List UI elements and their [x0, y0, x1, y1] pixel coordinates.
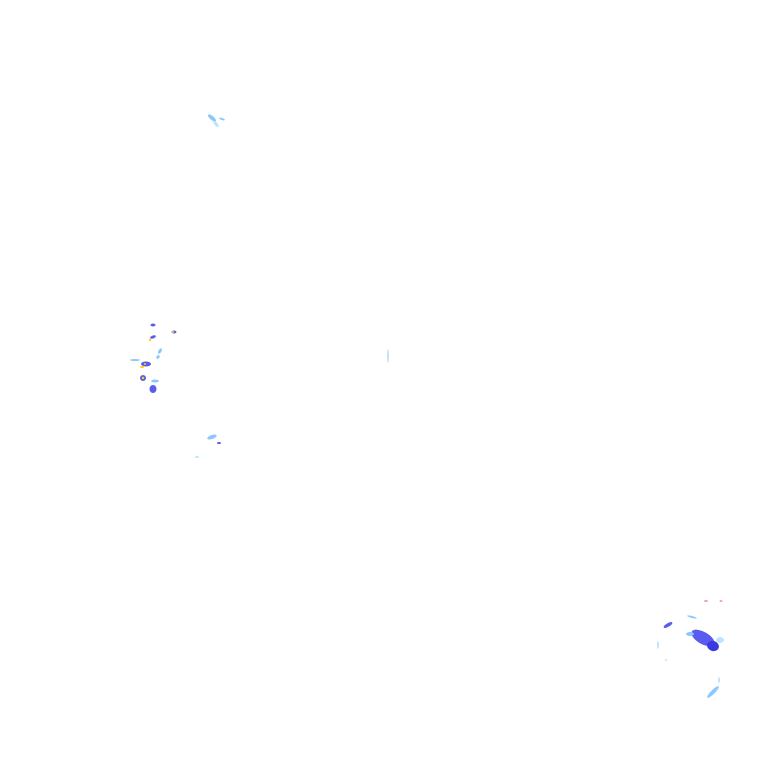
- precip-echo: [195, 456, 199, 458]
- precip-echo: [213, 120, 219, 128]
- precip-echo: [707, 640, 719, 652]
- precip-echo: [151, 379, 159, 383]
- precip-core: [144, 363, 146, 365]
- precip-echo: [207, 434, 217, 440]
- precip-echo: [219, 117, 225, 121]
- precip-echo: [158, 348, 162, 354]
- precip-echo: [207, 114, 217, 122]
- precip-echo: [150, 335, 156, 339]
- precip-echo: [150, 323, 156, 327]
- precip-core: [141, 376, 145, 380]
- precip-echo: [704, 600, 708, 602]
- precip-echo: [149, 385, 157, 393]
- precip-echo: [719, 600, 723, 602]
- precip-echo: [156, 355, 160, 359]
- precip-echo: [130, 359, 140, 361]
- precip-echo: [716, 637, 724, 643]
- precip-echo: [686, 632, 694, 636]
- precip-core: [172, 331, 174, 333]
- precip-echo: [217, 442, 221, 444]
- precip-echo: [657, 641, 659, 649]
- precip-echo: [665, 659, 667, 661]
- precip-core: [140, 366, 144, 368]
- precip-echo: [707, 686, 719, 698]
- precip-echo: [663, 622, 673, 628]
- precip-echo: [718, 677, 720, 683]
- precip-echo: [387, 349, 389, 363]
- precip-echo: [687, 615, 697, 619]
- precip-core: [148, 338, 152, 342]
